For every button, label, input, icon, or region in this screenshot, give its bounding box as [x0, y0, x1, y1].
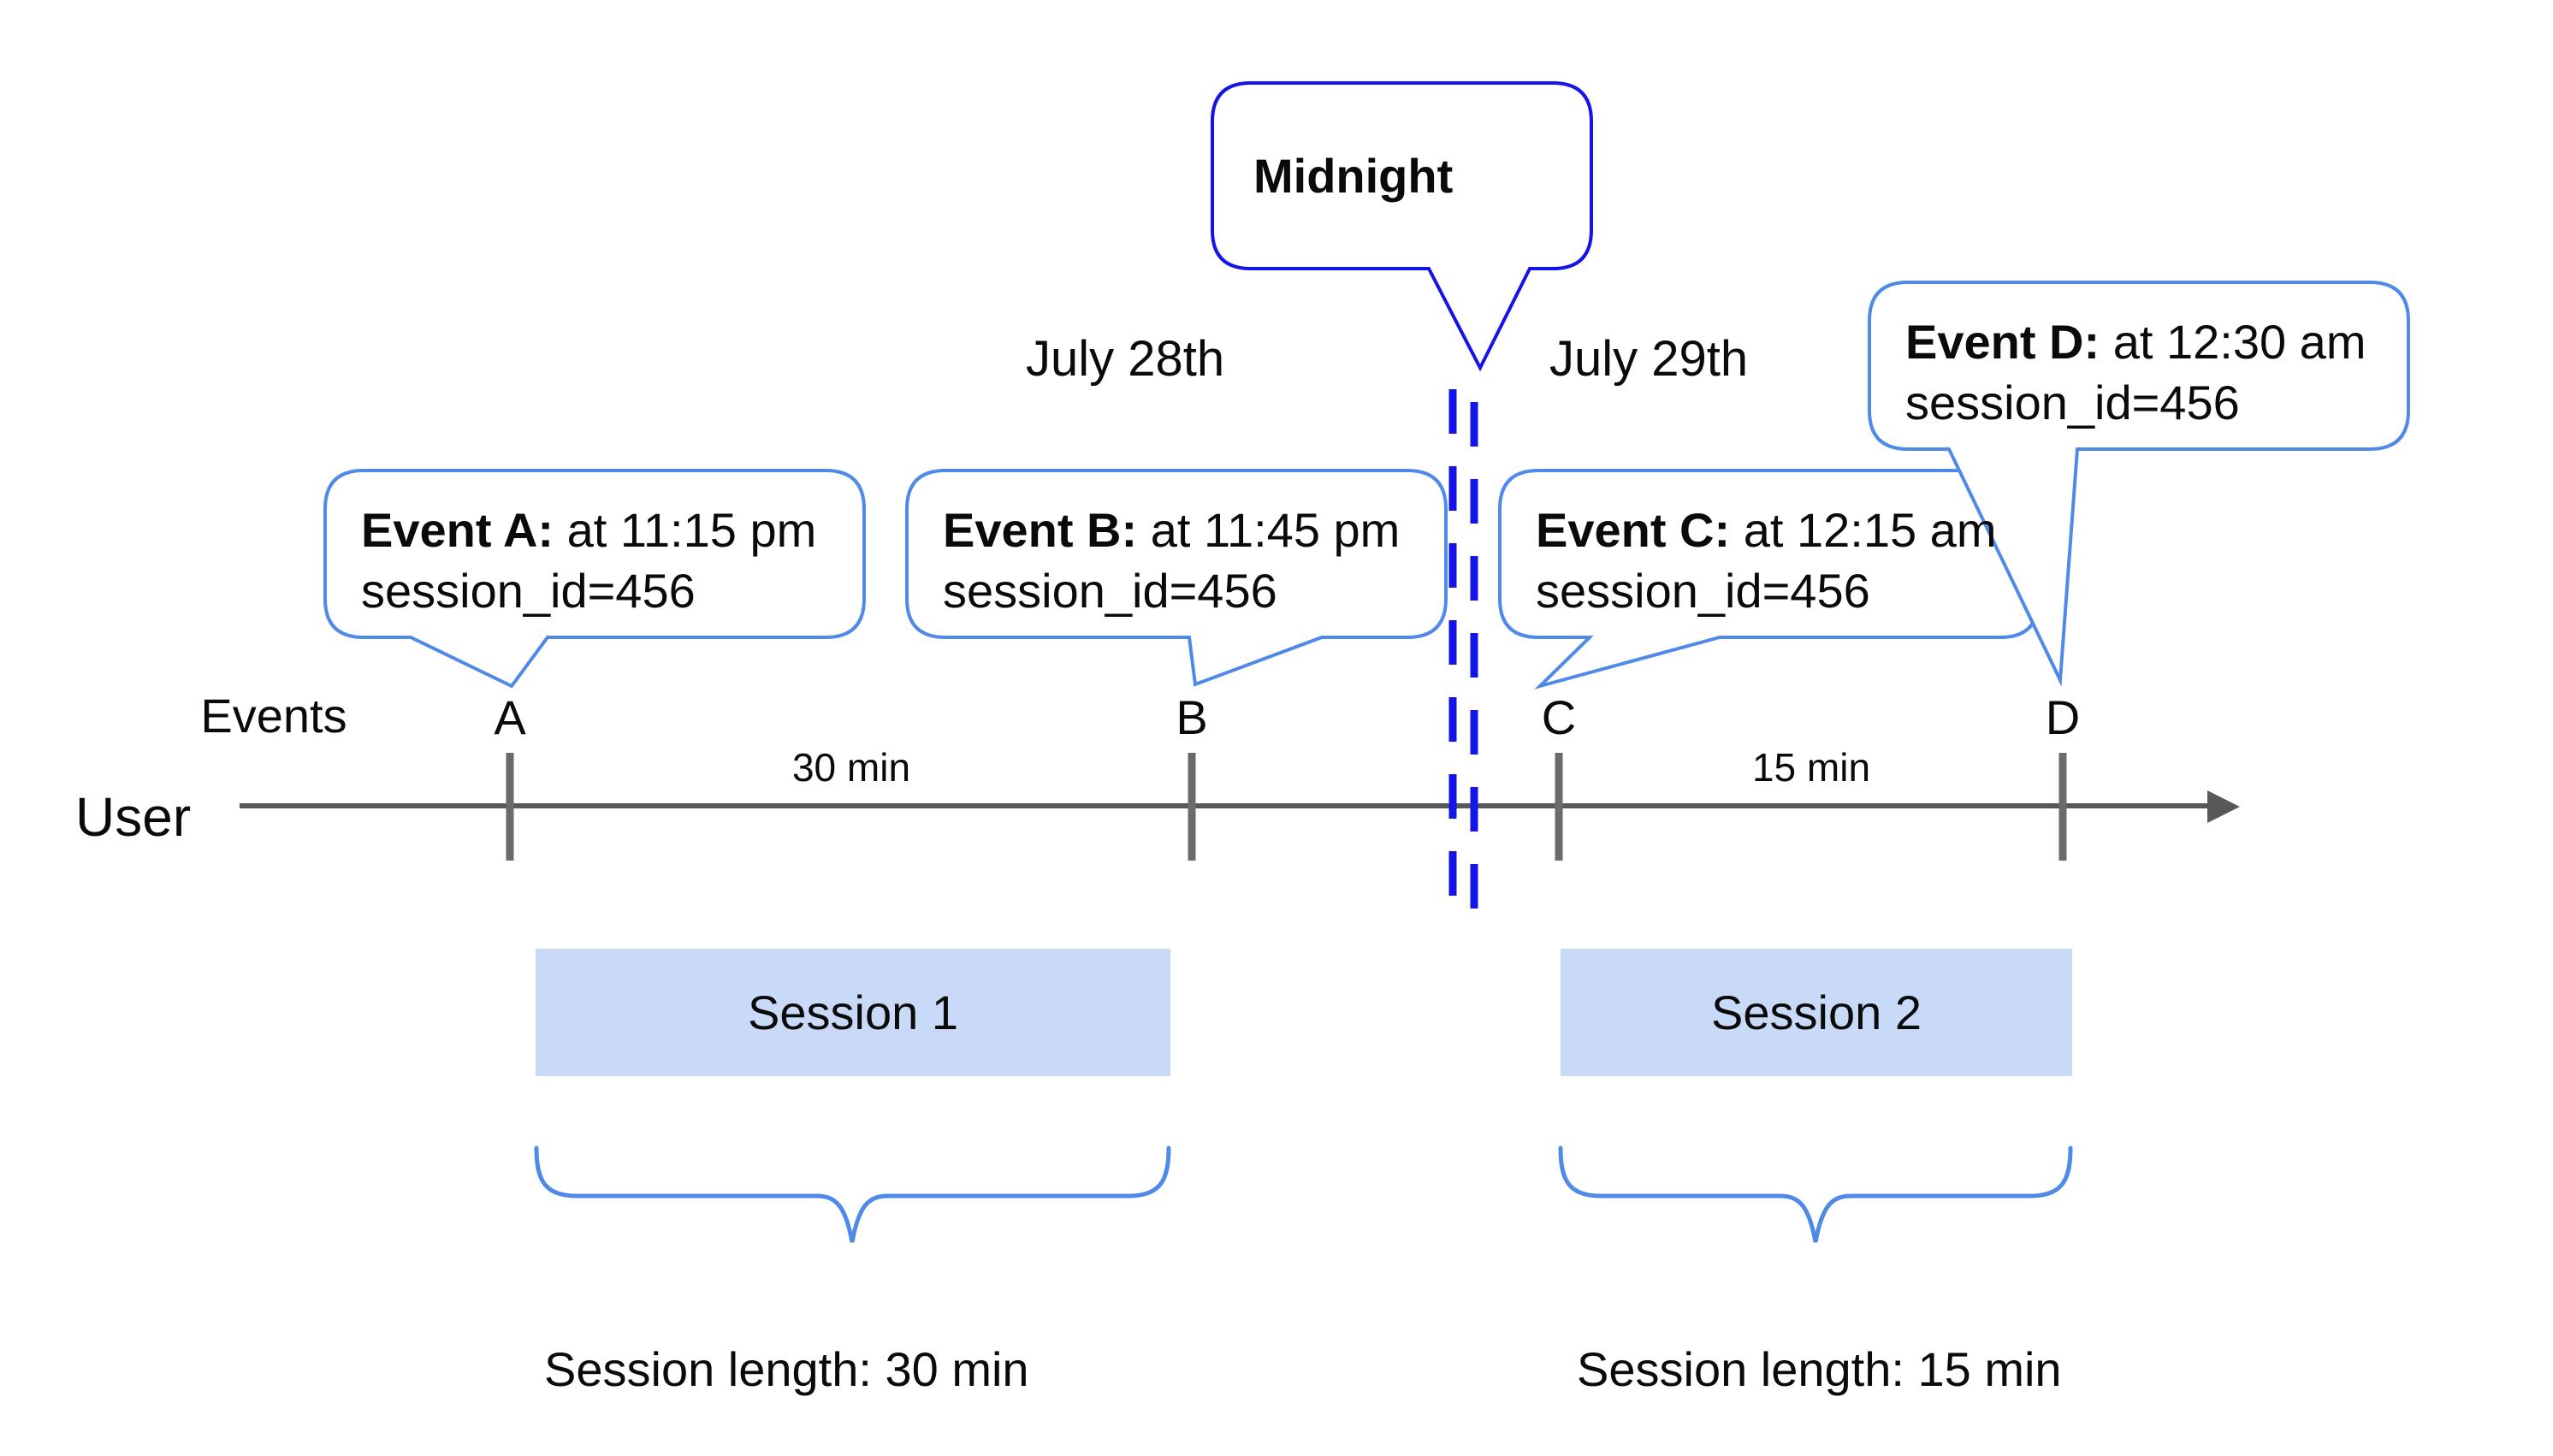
event-a-time: at 11:15 pm — [554, 503, 817, 557]
event-c-letter: C — [1541, 690, 1577, 744]
session-2-box: Session 2 — [1561, 949, 2072, 1076]
timeline-arrowhead-icon — [2207, 790, 2240, 823]
event-c-session-id: session_id=456 — [1536, 564, 1870, 618]
interval-30min-label: 30 min — [791, 745, 911, 790]
event-d-title: Event D: — [1905, 315, 2100, 369]
session-2-brace — [1558, 1145, 2073, 1243]
date-july-29-label: July 29th — [1549, 331, 1749, 387]
event-d-bubble — [1868, 281, 2410, 687]
user-label: User — [75, 786, 192, 848]
event-b-session-id: session_id=456 — [943, 564, 1277, 618]
event-d-time: at 12:30 am — [2100, 315, 2366, 369]
session-1-box: Session 1 — [536, 949, 1170, 1076]
session-2-label: Session 2 — [1711, 985, 1922, 1039]
event-a-letter: A — [494, 690, 526, 744]
event-b-letter: B — [1176, 690, 1208, 744]
session-1-label: Session 1 — [748, 985, 958, 1039]
event-c-time: at 12:15 am — [1730, 503, 1997, 557]
event-c-bubble-text: Event C: at 12:15 am session_id=456 — [1500, 471, 2039, 621]
event-a-session-id: session_id=456 — [361, 564, 696, 618]
event-d-letter: D — [2045, 690, 2081, 744]
event-d-bubble-text: Event D: at 12:30 am session_id=456 — [1869, 282, 2408, 433]
event-b-time: at 11:45 pm — [1137, 503, 1401, 557]
events-label: Events — [200, 689, 347, 743]
event-b-title: Event B: — [943, 503, 1138, 557]
event-b-bubble — [905, 469, 1448, 687]
event-a-title: Event A: — [361, 503, 554, 557]
session-1-length-label: Session length: 30 min — [544, 1342, 1029, 1396]
event-c-title: Event C: — [1536, 503, 1731, 557]
event-a-bubble — [323, 469, 866, 689]
event-b-bubble-text: Event B: at 11:45 pm session_id=456 — [907, 471, 1446, 621]
date-july-28-label: July 28th — [1026, 331, 1225, 387]
interval-15min-label: 15 min — [1751, 745, 1871, 790]
midnight-bubble — [1211, 81, 1593, 372]
event-a-bubble-text: Event A: at 11:15 pm session_id=456 — [325, 471, 864, 621]
event-d-session-id: session_id=456 — [1905, 376, 2240, 429]
session-2-length-label: Session length: 15 min — [1577, 1342, 2062, 1396]
session-1-brace — [534, 1145, 1171, 1243]
midnight-bubble-label: Midnight — [1253, 149, 1454, 203]
